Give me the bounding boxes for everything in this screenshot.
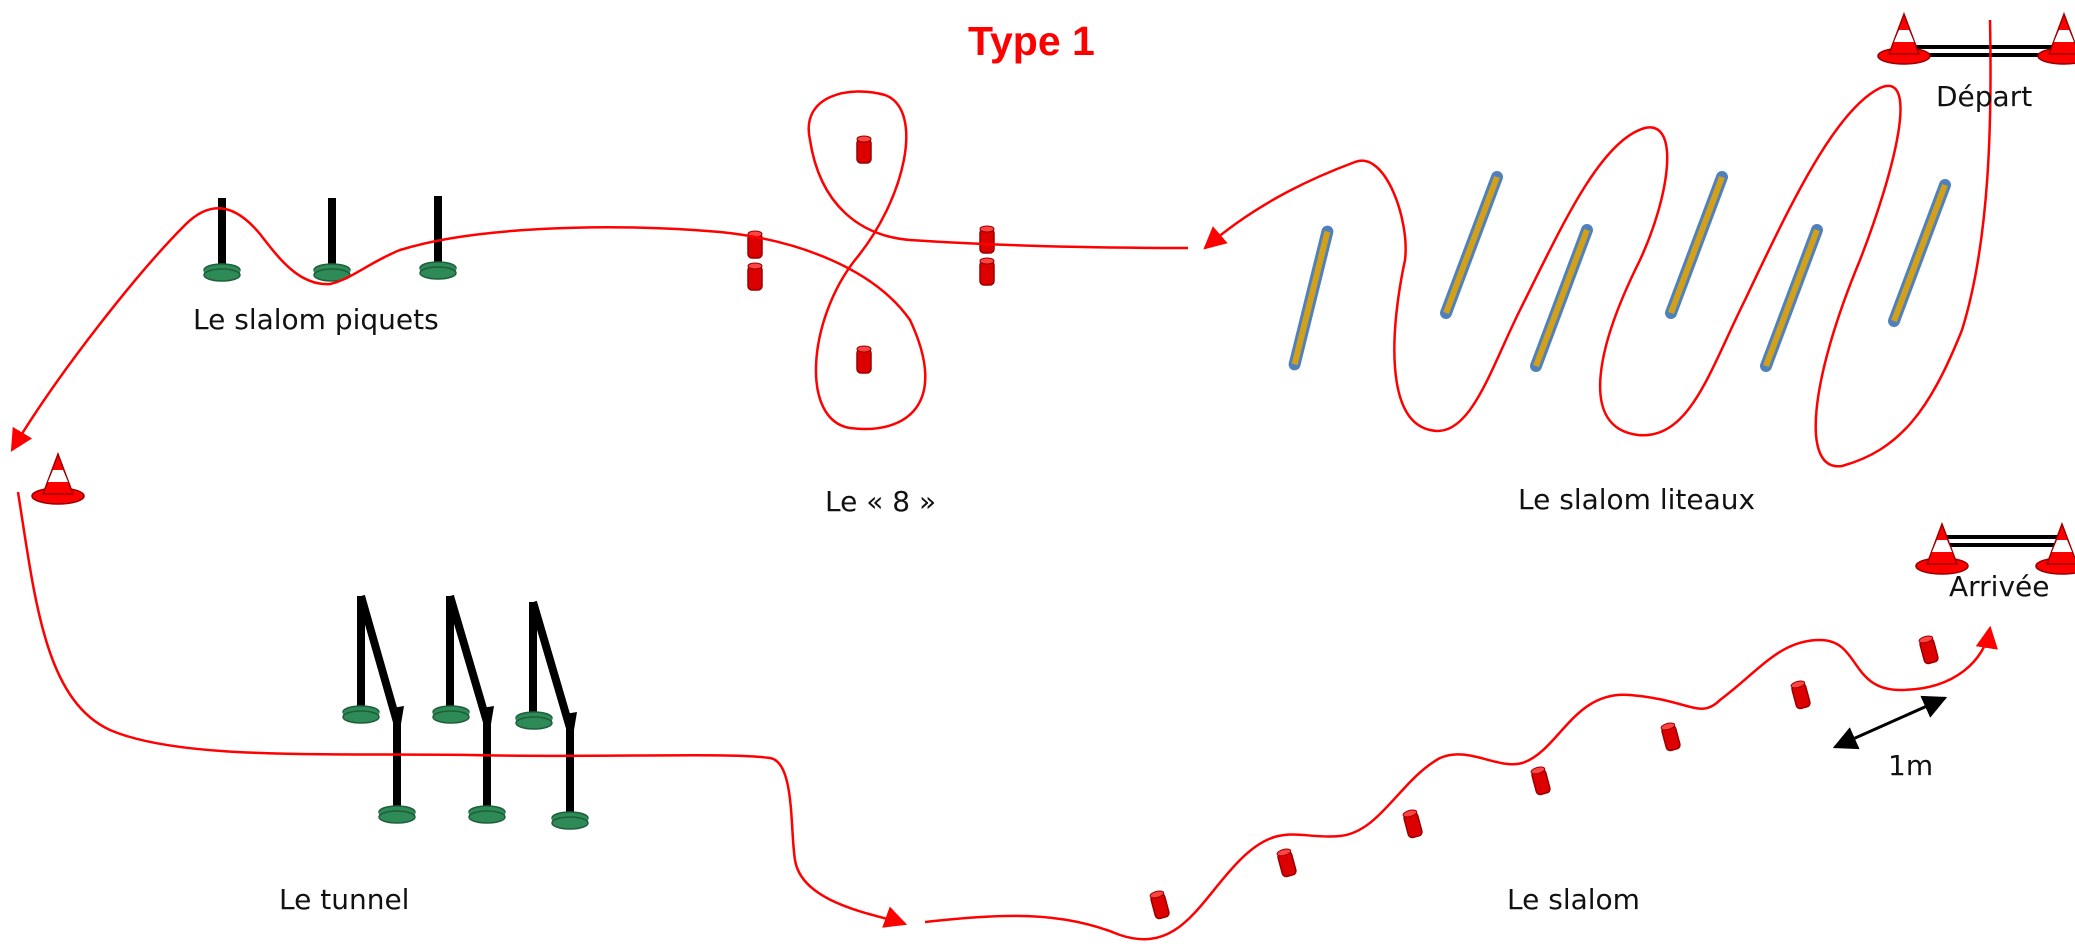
figure-eight-markers [747,135,995,374]
marker-icon [747,262,763,291]
label-slalom-piquets: Le slalom piquets [193,303,439,336]
marker-icon [1401,807,1424,840]
marker-icon [856,135,872,164]
label-slalom-liteaux: Le slalom liteaux [1518,483,1756,516]
slat-icon [1440,171,1503,319]
slalom-liteaux-slats [1288,171,1951,372]
slat-icon [1760,224,1823,372]
pole-icon [342,705,380,724]
cone-icon [31,453,85,505]
course-path [10,19,1998,941]
pole-icon [515,711,553,730]
slat-icon [1530,224,1593,372]
pole-icon [551,811,589,830]
marker-icon [856,345,872,374]
marker-icon [1148,888,1171,921]
distance-arrow [1832,695,1948,750]
marker-icon [1659,720,1682,753]
marker-icon [1275,846,1298,879]
diagram-title: Type 1 [968,18,1095,64]
pole-icon [432,705,470,724]
marker-icon [1529,764,1552,797]
label-slalom: Le slalom [1507,883,1640,916]
label-tunnel: Le tunnel [279,883,410,916]
finish-gate [1915,523,2075,575]
label-depart: Départ [1936,80,2033,113]
tunnel-poles [342,594,589,830]
cone-icon [2037,13,2075,65]
marker-icon [979,257,995,286]
slalom-piquets-poles [203,195,457,282]
pole-icon [378,805,416,824]
label-distance: 1m [1888,749,1934,782]
cone-icon [2035,523,2075,575]
marker-icon [1917,633,1940,666]
cone-icon [1915,523,1969,575]
cone-icon [1877,13,1931,65]
slalom-markers [1148,633,1940,921]
slat-icon [1288,225,1334,371]
pole-icon [313,197,351,282]
pole-icon [468,805,506,824]
label-arrivee: Arrivée [1949,570,2050,603]
marker-icon [1789,678,1812,711]
start-gate [1877,13,2075,65]
marker-icon [979,225,995,254]
label-huit: Le « 8 » [825,485,937,518]
slat-icon [1665,171,1728,319]
slat-icon [1888,179,1951,327]
